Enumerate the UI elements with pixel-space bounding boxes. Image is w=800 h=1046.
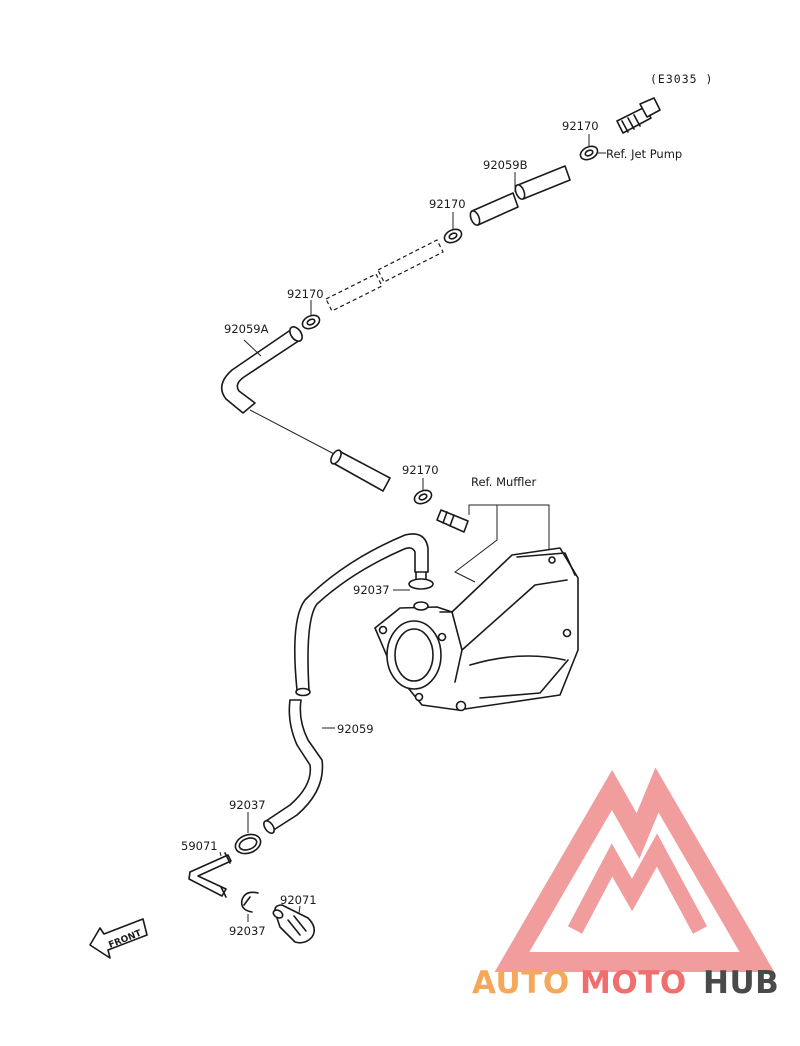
watermark-hub: HUB bbox=[703, 965, 779, 1001]
hose-short-segment bbox=[330, 449, 391, 492]
clamp-lower-92037 bbox=[234, 833, 262, 855]
clamp-third bbox=[301, 314, 321, 330]
part-label-hose-a: 92059A bbox=[224, 322, 269, 336]
muffler-ref-bracket bbox=[454, 504, 550, 583]
assembly-leader-line bbox=[249, 409, 339, 457]
ref-label-muffler: Ref. Muffler bbox=[471, 475, 536, 489]
clamp-fourth bbox=[413, 489, 433, 505]
part-label-clamp-bottom: 92037 bbox=[229, 924, 266, 938]
hose-92059b bbox=[469, 165, 571, 226]
part-label-clamp-muffler: 92037 bbox=[353, 583, 390, 597]
watermark-text: AUTO MOTO HUB bbox=[472, 965, 779, 1001]
clamp-muffler-92037 bbox=[408, 571, 434, 590]
hose-dashed-segment bbox=[325, 239, 444, 312]
hose-92059a bbox=[220, 326, 303, 414]
ref-label-jet-pump: Ref. Jet Pump bbox=[606, 147, 682, 161]
fitting-92071 bbox=[272, 904, 316, 944]
diagram-code: (E3035 ) bbox=[650, 72, 713, 86]
part-label-clamp-top: 92170 bbox=[562, 119, 599, 133]
part-label-clamp-3: 92170 bbox=[287, 287, 324, 301]
part-label-hose: 92059 bbox=[337, 722, 374, 736]
muffler-nipple-fitting bbox=[436, 509, 469, 533]
leader-lines bbox=[219, 134, 606, 922]
clamp-bottom-92037 bbox=[240, 891, 259, 913]
pipe-59071 bbox=[188, 852, 232, 898]
watermark-logo-icon bbox=[494, 767, 775, 972]
watermark-moto: MOTO bbox=[580, 965, 687, 1001]
part-label-pipe: 59071 bbox=[181, 839, 218, 853]
front-arrow-icon: FRONT bbox=[89, 918, 148, 959]
muffler-body bbox=[374, 547, 579, 712]
part-label-fitting: 92071 bbox=[280, 893, 317, 907]
jet-pump-fitting bbox=[616, 97, 661, 134]
clamp-second bbox=[443, 228, 463, 244]
part-label-clamp-lower: 92037 bbox=[229, 798, 266, 812]
part-label-clamp-4: 92170 bbox=[402, 463, 439, 477]
watermark-auto: AUTO bbox=[472, 965, 570, 1001]
part-label-clamp-2: 92170 bbox=[429, 197, 466, 211]
hose-92059 bbox=[263, 533, 429, 834]
clamp-top bbox=[579, 145, 599, 161]
part-label-hose-b: 92059B bbox=[483, 158, 528, 172]
